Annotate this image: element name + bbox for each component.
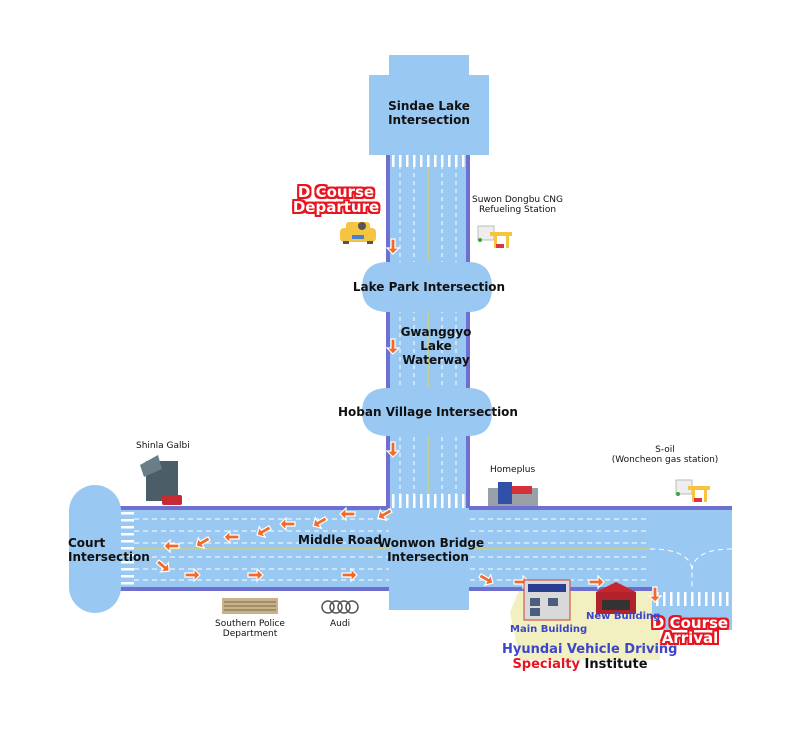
middle-road-label: Middle Road: [298, 533, 382, 547]
main-building-icon: [523, 579, 571, 621]
shinla-building-icon: [140, 455, 182, 505]
d-course-arrival-sticker: D Course Arrival: [651, 614, 729, 647]
institute-name: Hyundai Vehicle Driving Specialty Instit…: [502, 642, 678, 673]
lake-park-intersection-shape: [362, 262, 492, 312]
suwon-cng-label: Suwon Dongbu CNG Refueling Station: [472, 195, 563, 216]
sindae-lake-intersection-label: Sindae Lake Intersection: [388, 99, 470, 127]
wonwon-bridge-intersection-label: Wonwon Bridge Intersection: [378, 536, 485, 564]
court-intersection-label: Court Intersection: [68, 536, 150, 564]
sindae-intersection-shape: [369, 55, 489, 155]
audi-rings-icon: [321, 600, 359, 614]
audi-label: Audi: [330, 619, 351, 629]
gas-station-icon: [477, 225, 512, 248]
institute-name-specialty: Specialty: [512, 656, 581, 672]
court-intersection-shape: [69, 485, 121, 613]
crosswalk-top: [392, 153, 465, 167]
soil-label: S-oil (Woncheon gas station): [611, 445, 719, 466]
d-course-departure-sticker: D Course Departure: [292, 183, 380, 216]
institute-name-institute: Institute: [580, 656, 648, 672]
gas-station-icon: [675, 479, 710, 502]
new-building-label: New Building: [586, 611, 661, 622]
vertical-road: [386, 150, 470, 510]
homeplus-store-icon: [488, 482, 538, 506]
southern-police-label: Southern Police Department: [215, 619, 285, 640]
crosswalk-bottom: [392, 494, 465, 508]
gwanggyo-lake-waterway-label: Gwanggyo Lake Waterway: [400, 325, 472, 367]
shinla-galbi-label: Shinla Galbi: [136, 441, 190, 451]
new-building-icon: [596, 582, 636, 614]
homeplus-label: Homeplus: [490, 465, 536, 475]
car-icon: [340, 222, 376, 244]
hoban-intersection-shape: [362, 388, 492, 436]
lake-park-intersection-label: Lake Park Intersection: [352, 280, 506, 294]
main-building-label: Main Building: [510, 624, 588, 635]
wonwon-intersection-shape: [389, 508, 469, 610]
crosswalk-court: [120, 512, 134, 585]
institute-name-line1: Hyundai Vehicle Driving: [502, 642, 678, 657]
police-building-icon: [222, 598, 278, 614]
hoban-village-intersection-label: Hoban Village Intersection: [338, 405, 518, 419]
